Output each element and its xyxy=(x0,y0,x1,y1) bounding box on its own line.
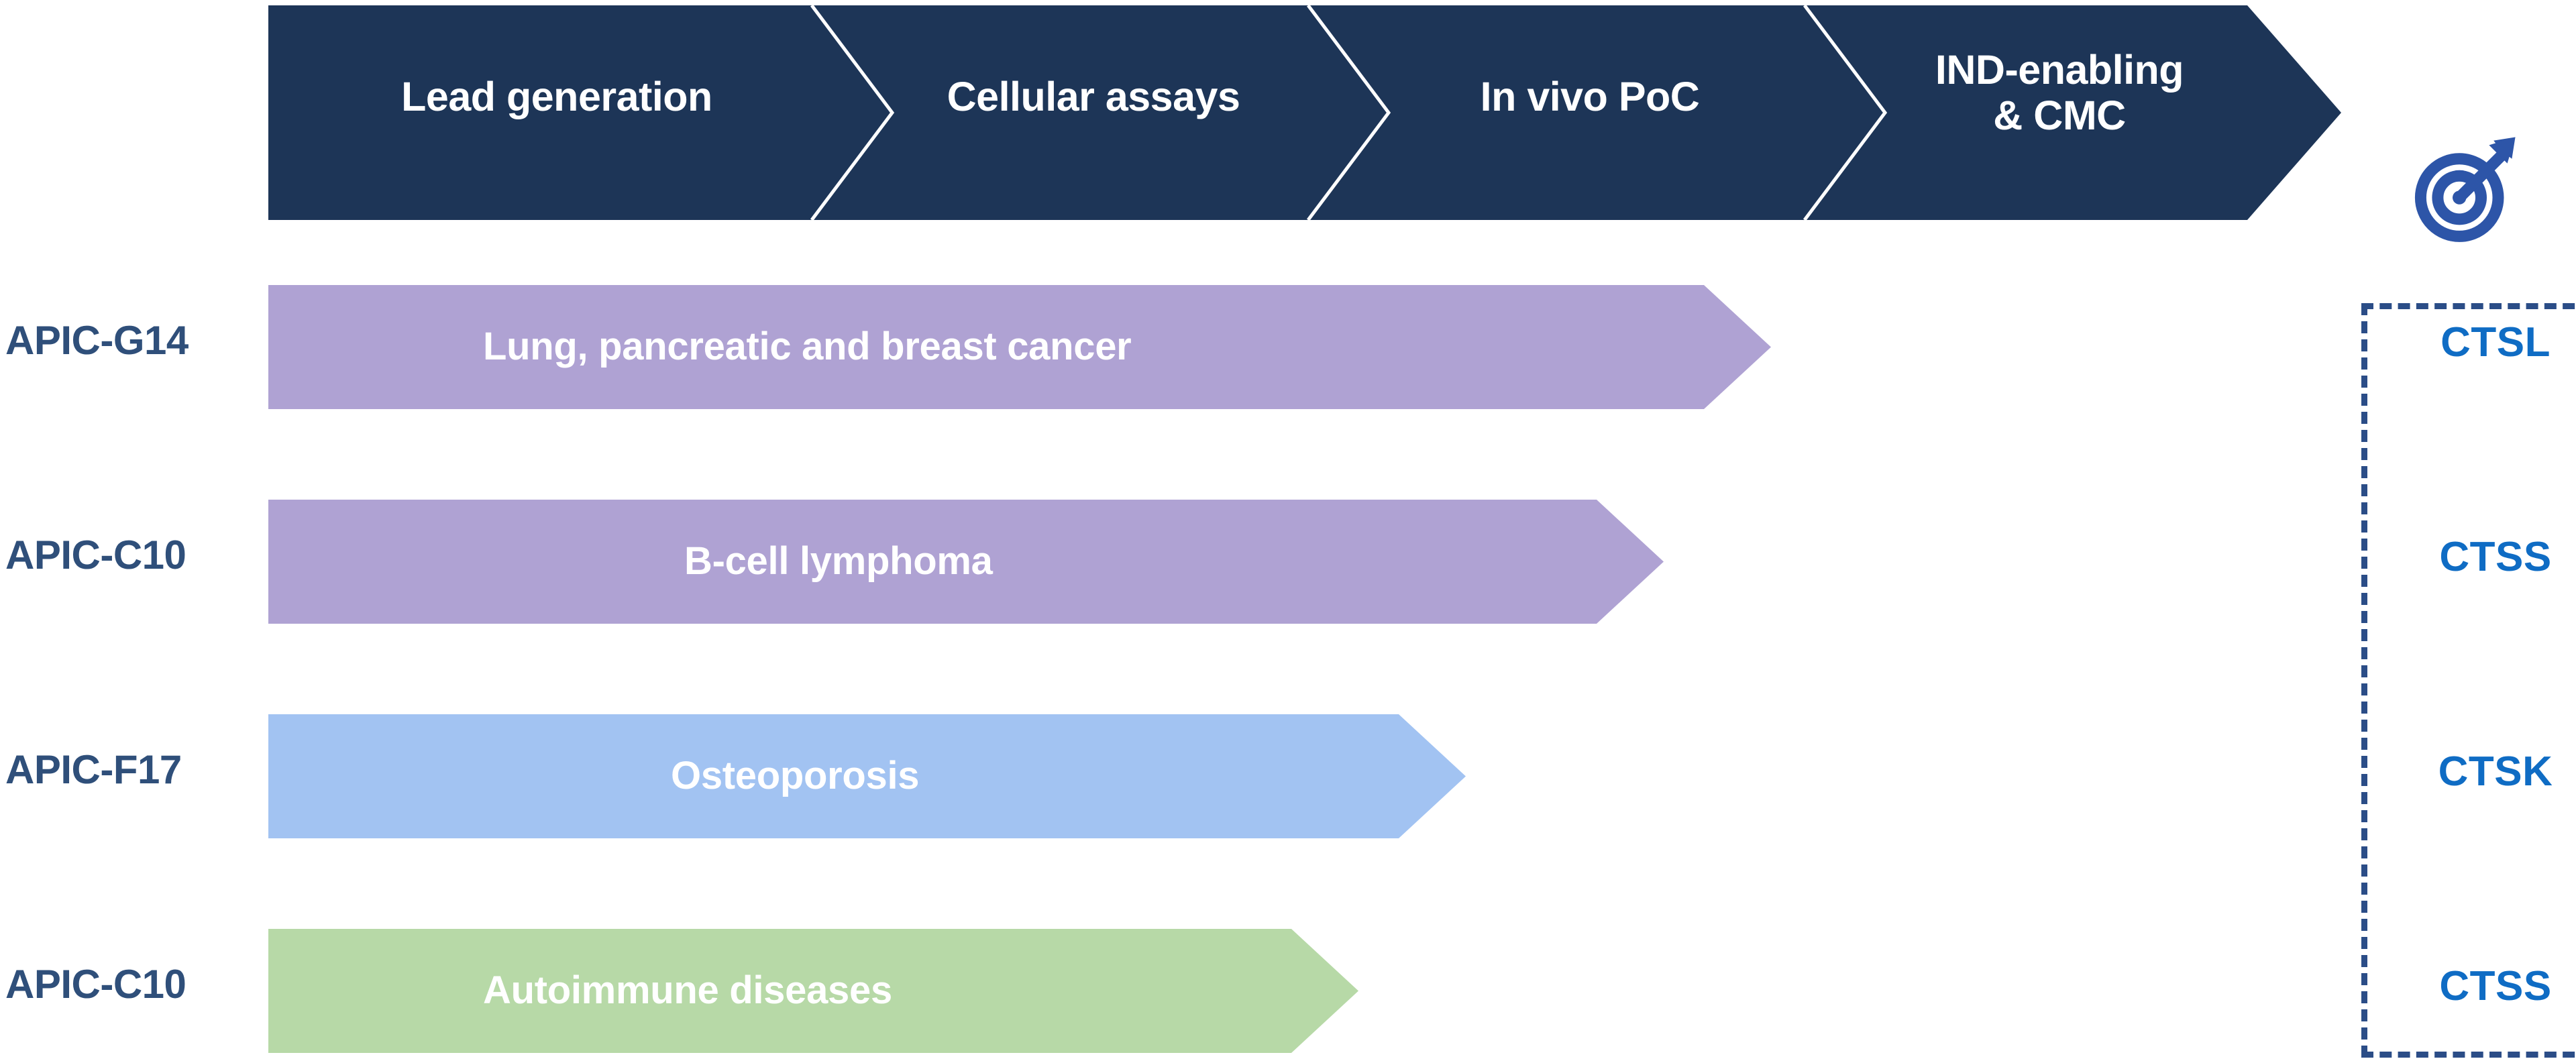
stage-label-ind-enabling-cmc: IND-enabling & CMC xyxy=(1935,47,2184,139)
program-code: APIC-C10 xyxy=(5,962,186,1007)
program-indication: Autoimmune diseases xyxy=(483,968,892,1012)
program-row: APIC-C10 B-cell lymphoma CTSS xyxy=(0,500,2576,624)
stage-label-cellular-assays: Cellular assays xyxy=(947,74,1240,119)
program-target-class: CTSS xyxy=(2439,963,2552,1009)
program-indication: Osteoporosis xyxy=(671,754,920,797)
program-progress-bar: Lung, pancreatic and breast cancer xyxy=(268,285,1771,409)
program-target-class: CTSK xyxy=(2438,748,2553,795)
stage-label-lead-generation: Lead generation xyxy=(401,74,712,119)
program-progress-bar: Osteoporosis xyxy=(268,714,1466,838)
program-code: APIC-C10 xyxy=(5,533,186,577)
target-class-dashed-box xyxy=(2361,303,2576,1058)
program-indication: Lung, pancreatic and breast cancer xyxy=(483,325,1132,368)
program-row: APIC-C10 Autoimmune diseases CTSS xyxy=(0,929,2576,1053)
program-target-class: CTSL xyxy=(2440,319,2551,366)
pipeline-stage-header: Lead generation Cellular assays In vivo … xyxy=(268,5,2341,220)
program-progress-bar: Autoimmune diseases xyxy=(268,929,1358,1053)
program-target-class: CTSS xyxy=(2439,534,2552,580)
program-row: APIC-G14 Lung, pancreatic and breast can… xyxy=(0,285,2576,409)
program-indication: B-cell lymphoma xyxy=(684,539,993,583)
target-dart-icon xyxy=(2407,131,2521,245)
program-code: APIC-F17 xyxy=(5,747,182,792)
program-progress-bar: B-cell lymphoma xyxy=(268,500,1664,624)
program-code: APIC-G14 xyxy=(5,318,189,363)
program-row: APIC-F17 Osteoporosis CTSK xyxy=(0,714,2576,838)
stage-label-in-vivo-poc: In vivo PoC xyxy=(1480,74,1700,119)
